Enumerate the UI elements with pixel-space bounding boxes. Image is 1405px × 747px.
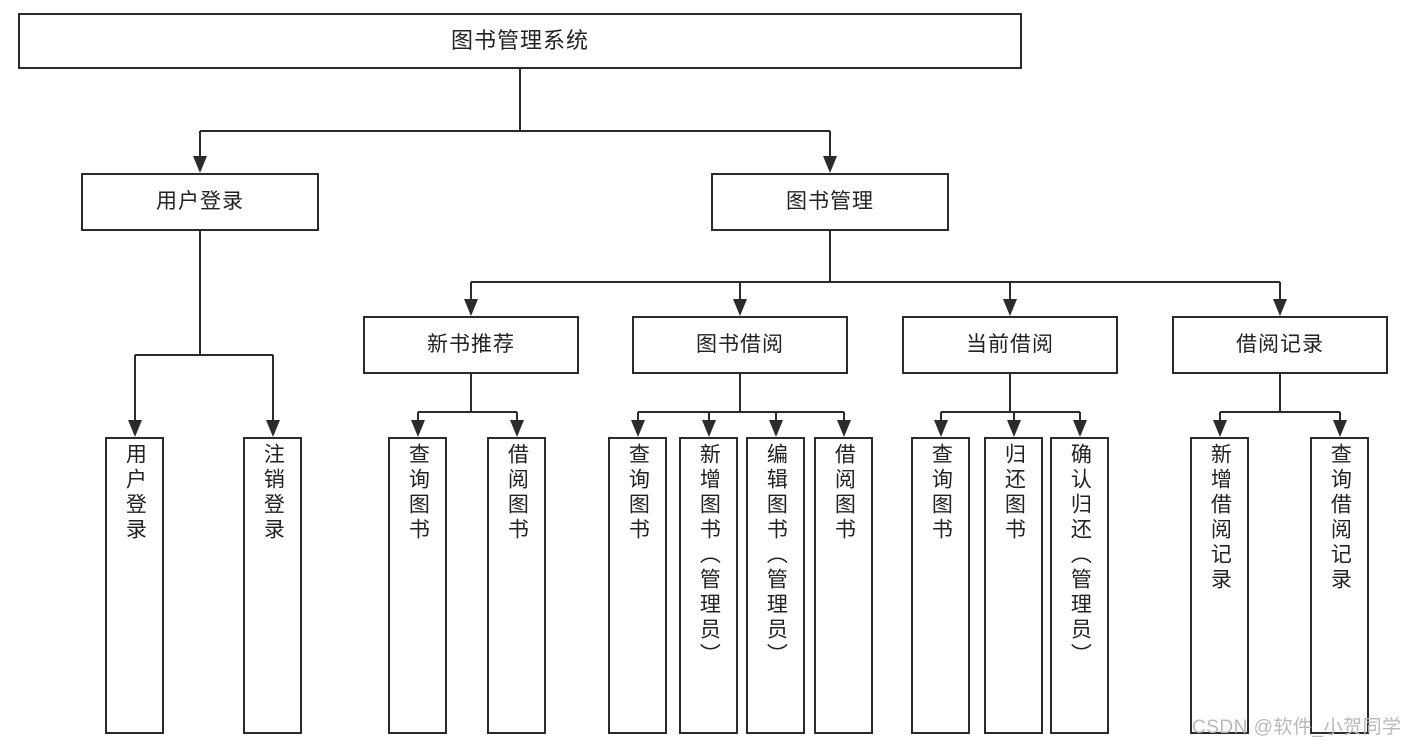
connector-arrowhead [1332, 420, 1347, 437]
node-label: 图书借阅 [696, 332, 784, 356]
connector-arrowhead [630, 420, 645, 437]
connector-drop [1078, 412, 1081, 421]
connector-drop [1218, 412, 1221, 421]
node-label: 当前借阅 [966, 332, 1054, 356]
connector-arrowhead [464, 299, 478, 316]
connector-bus [471, 281, 1280, 283]
connector-arrowhead [768, 420, 783, 437]
node-borrow-record[interactable]: 借阅记录 [1172, 316, 1388, 374]
connector-drop [199, 131, 201, 157]
node-label: 新增图书（管理员） [697, 443, 721, 668]
connector-stem [470, 374, 472, 412]
connector-drop [1009, 282, 1011, 300]
connector-arrowhead [127, 420, 142, 437]
node-label: 用户登录 [123, 443, 147, 543]
connector-drop [515, 412, 518, 421]
node-leaf-br-add[interactable]: 新增借阅记录 [1190, 437, 1249, 734]
connector-arrowhead [1212, 420, 1227, 437]
connector-arrowhead [265, 420, 280, 437]
node-leaf-br-query[interactable]: 查询借阅记录 [1310, 437, 1369, 734]
connector-arrowhead [1003, 299, 1017, 316]
node-new-book-rec[interactable]: 新书推荐 [363, 316, 579, 374]
connector-arrowhead [836, 420, 851, 437]
connector-arrowhead [410, 420, 425, 437]
node-leaf-user-login[interactable]: 用户登录 [105, 437, 164, 734]
node-label: 借阅图书 [505, 443, 529, 543]
connector-arrowhead [701, 420, 716, 437]
node-leaf-rec-borrow[interactable]: 借阅图书 [487, 437, 546, 734]
connector-bus [134, 354, 273, 356]
connector-drop [271, 355, 274, 421]
node-label: 查询图书 [406, 443, 430, 543]
connector-arrowhead [1006, 420, 1021, 437]
node-leaf-bb-add[interactable]: 新增图书（管理员） [679, 437, 738, 734]
connector-drop [636, 412, 639, 421]
node-book-borrow[interactable]: 图书借阅 [632, 316, 848, 374]
connector-arrowhead [1273, 299, 1287, 316]
connector-bus [200, 130, 830, 132]
node-label: 借阅图书 [832, 443, 856, 543]
node-label: 新增借阅记录 [1208, 443, 1232, 593]
node-label: 图书管理 [786, 189, 874, 213]
node-leaf-bb-edit[interactable]: 编辑图书（管理员） [746, 437, 805, 734]
connector-bus [637, 411, 844, 413]
node-label: 新书推荐 [427, 332, 515, 356]
node-leaf-bb-borrow[interactable]: 借阅图书 [814, 437, 873, 734]
node-leaf-user-logout[interactable]: 注销登录 [243, 437, 302, 734]
connector-drop [707, 412, 710, 421]
node-label: 注销登录 [261, 443, 285, 543]
node-leaf-cb-query[interactable]: 查询图书 [911, 437, 970, 734]
connector-stem [829, 231, 831, 282]
node-user-login[interactable]: 用户登录 [81, 173, 319, 231]
node-book-manage[interactable]: 图书管理 [711, 173, 949, 231]
connector-arrowhead [823, 156, 837, 173]
connector-drop [829, 131, 831, 157]
node-label: 查询借阅记录 [1328, 443, 1352, 593]
node-label: 确认归还（管理员） [1068, 443, 1092, 668]
connector-drop [1012, 412, 1015, 421]
node-current-borrow[interactable]: 当前借阅 [902, 316, 1118, 374]
connector-drop [774, 412, 777, 421]
connector-bus [940, 411, 1080, 413]
connector-stem [1009, 374, 1011, 412]
connector-stem [519, 69, 521, 131]
connector-arrowhead [1072, 420, 1087, 437]
connector-drop [1279, 282, 1281, 300]
connector-drop [842, 412, 845, 421]
connector-drop [739, 282, 741, 300]
connector-arrowhead [509, 420, 524, 437]
connector-arrowhead [733, 299, 747, 316]
connector-arrowhead [933, 420, 948, 437]
connector-arrowhead [193, 156, 207, 173]
node-label: 借阅记录 [1236, 332, 1324, 356]
node-label: 查询图书 [929, 443, 953, 543]
connector-stem [739, 374, 741, 412]
connector-stem [199, 231, 201, 355]
node-leaf-cb-confirm[interactable]: 确认归还（管理员） [1050, 437, 1109, 734]
node-leaf-cb-return[interactable]: 归还图书 [984, 437, 1043, 734]
connector-drop [416, 412, 419, 421]
node-label: 用户登录 [156, 189, 244, 213]
connector-drop [939, 412, 942, 421]
connector-drop [133, 355, 136, 421]
node-label: 归还图书 [1002, 443, 1026, 543]
node-leaf-rec-query[interactable]: 查询图书 [388, 437, 447, 734]
node-label: 编辑图书（管理员） [764, 443, 788, 668]
node-leaf-bb-query[interactable]: 查询图书 [608, 437, 667, 734]
node-label: 查询图书 [626, 443, 650, 543]
connector-bus [417, 411, 517, 413]
connector-bus [1219, 411, 1340, 413]
connector-stem [1279, 374, 1281, 412]
node-label: 图书管理系统 [450, 28, 589, 54]
connector-drop [1338, 412, 1341, 421]
connector-drop [470, 282, 472, 300]
node-root[interactable]: 图书管理系统 [18, 13, 1022, 69]
